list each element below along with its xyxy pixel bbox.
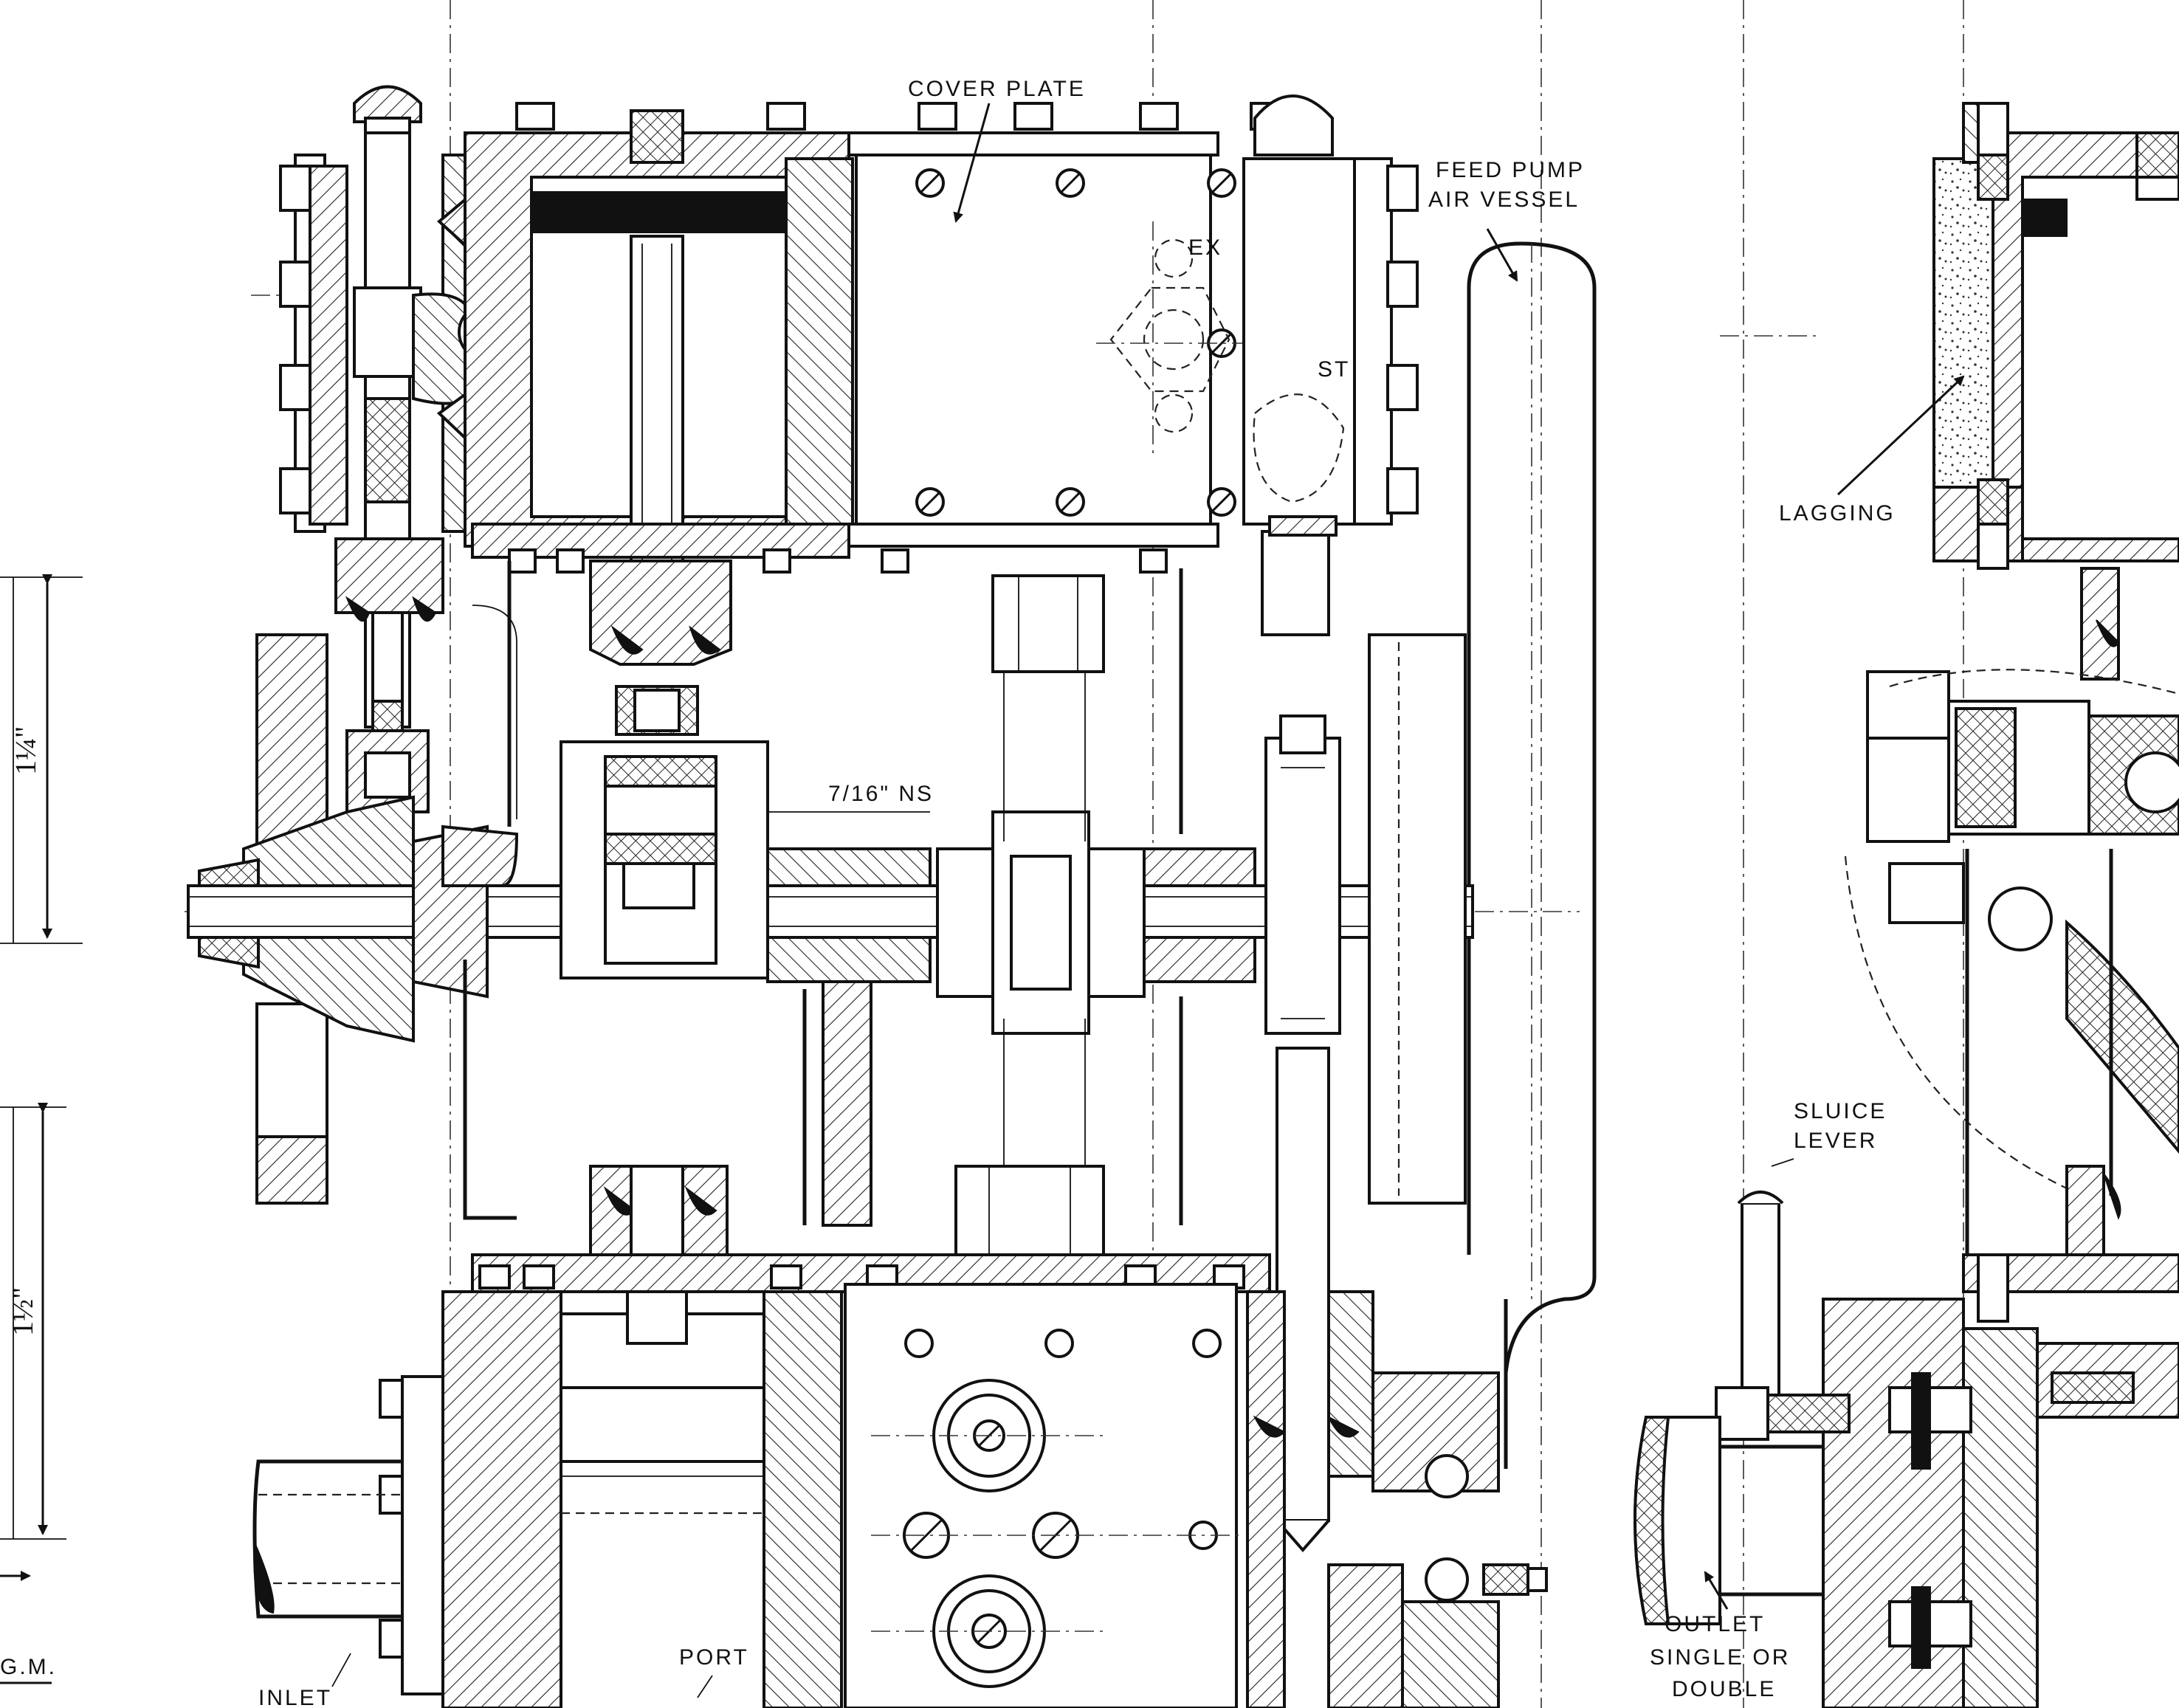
inlet-label: INLET xyxy=(258,1686,332,1708)
lower-body xyxy=(441,1253,1548,1708)
inlet-pipe xyxy=(252,1375,444,1695)
sluice-label-2: LEVER xyxy=(1794,1129,1877,1153)
port-face-features xyxy=(871,1329,1240,1688)
pump-standards xyxy=(463,561,1467,1553)
lower-flange-bolts xyxy=(508,548,1168,574)
outlet-label-3: DOUBLE xyxy=(1672,1677,1776,1701)
dim-lower-label: 1½" xyxy=(6,1287,39,1336)
cover-screws xyxy=(915,168,1236,517)
st-label: ST xyxy=(1318,357,1350,382)
lagging-label: LAGGING xyxy=(1779,501,1896,526)
upper-cylinder xyxy=(464,102,1297,736)
ex-label: EX xyxy=(1188,235,1222,260)
gm-label: G.M. xyxy=(0,1655,57,1679)
dim-upper-label: 1¼" xyxy=(9,726,42,775)
cover-plate-block xyxy=(847,94,1419,636)
feed-pump-label-2: AIR VESSEL xyxy=(1428,187,1580,212)
port-label: PORT xyxy=(679,1645,749,1670)
outlet-label-2: SINGLE OR xyxy=(1650,1645,1790,1670)
cover-plate-label: COVER PLATE xyxy=(908,77,1086,101)
crankshaft xyxy=(187,714,1474,1035)
right-section xyxy=(1634,102,2179,1708)
outlet-label-1: OUTLET xyxy=(1665,1612,1765,1636)
ns-size-label: 7/16" NS xyxy=(828,782,934,806)
right-chest-bolts xyxy=(1386,165,1419,514)
feed-pump-label-1: FEED PUMP xyxy=(1436,158,1585,182)
sluice-label-1: SLUICE xyxy=(1794,1099,1887,1123)
dimension-lower: 1½" xyxy=(0,1103,66,1581)
air-vessel xyxy=(1467,241,1597,1469)
inlet-flange-bolts xyxy=(379,1379,404,1659)
dimension-upper: 1¼" xyxy=(0,574,83,944)
